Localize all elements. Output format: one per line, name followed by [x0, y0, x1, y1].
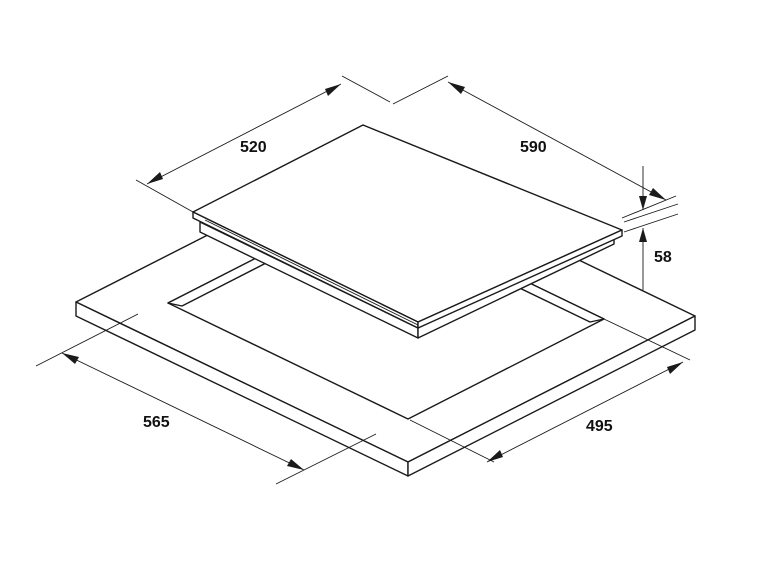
dimension-line [447, 81, 667, 201]
extension-line [275, 433, 377, 485]
extension-line [392, 75, 449, 105]
countertop-right-side [407, 315, 696, 477]
arrowhead [448, 82, 465, 94]
dimension-58: 58 [623, 166, 679, 290]
extension-line [35, 313, 139, 367]
dimension-520: 520 [135, 75, 391, 213]
cooktop-glass-edge-right [417, 229, 623, 329]
extension-line [341, 75, 391, 103]
label-cooktop-width: 590 [520, 139, 547, 156]
label-cutout-width: 565 [143, 414, 170, 431]
extension-line [603, 318, 691, 361]
extension-line [135, 179, 194, 213]
label-height: 58 [654, 249, 672, 266]
extension-line [623, 213, 679, 233]
label-cooktop-depth: 520 [240, 139, 267, 156]
cooktop-glass-inner-line-left [204, 219, 419, 326]
extension-line [623, 203, 679, 223]
dimension-line [146, 83, 342, 185]
dimension-line [61, 352, 305, 471]
dimension-565: 565 [35, 313, 377, 485]
arrowhead [639, 196, 647, 210]
arrowhead [667, 362, 683, 374]
extension-line [621, 195, 677, 219]
arrowhead [62, 353, 79, 364]
extension-line [409, 419, 495, 463]
dimension-line [486, 361, 684, 463]
arrowhead [649, 188, 666, 200]
dimension-590: 590 [392, 75, 677, 219]
dimension-495: 495 [409, 318, 691, 463]
cooktop [192, 124, 623, 339]
arrowhead [287, 459, 304, 470]
arrowhead [639, 228, 647, 242]
arrowhead [325, 84, 341, 96]
arrowhead [487, 450, 503, 462]
arrowhead [147, 172, 163, 184]
label-cutout-depth: 495 [586, 418, 613, 435]
